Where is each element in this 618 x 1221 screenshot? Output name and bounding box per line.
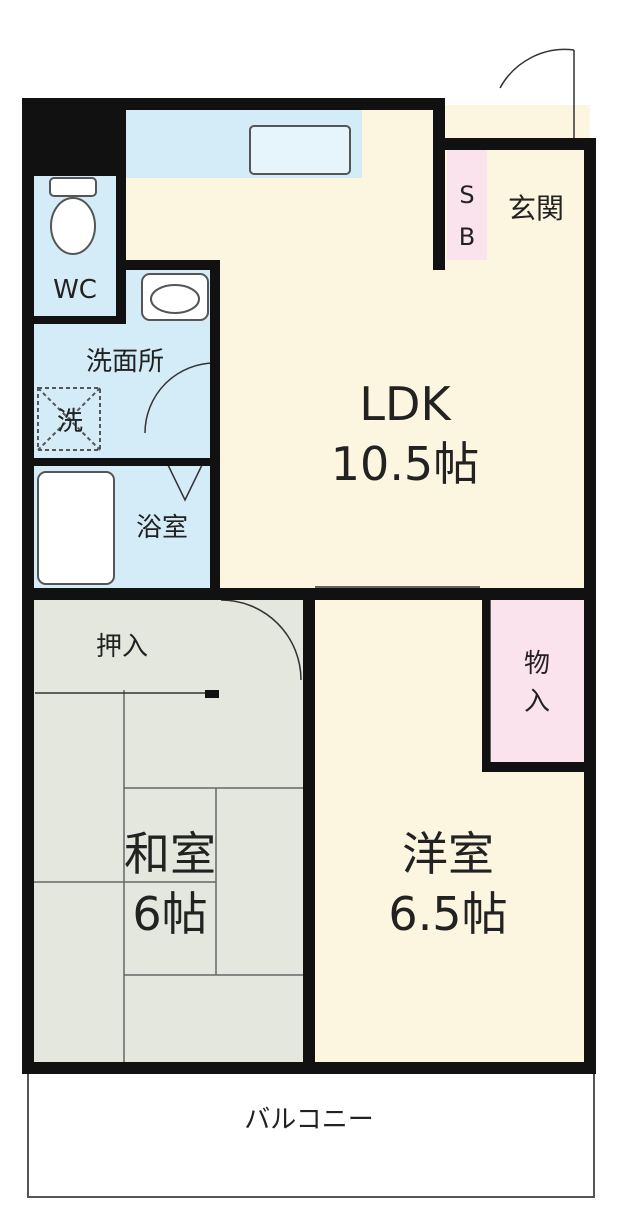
wall-monoire-left	[482, 588, 490, 772]
ldk-size: 10.5帖	[331, 437, 479, 491]
washitsu-floor	[33, 598, 306, 1065]
ldk-name: LDK	[359, 377, 452, 431]
senmenjo-label: 洗面所	[86, 347, 164, 377]
monoire-floor	[485, 598, 588, 768]
washitsu-size: 6帖	[132, 887, 207, 941]
yokushitsu-label: 浴室	[136, 513, 188, 543]
wall-bath-top	[33, 458, 215, 466]
monoire-label-1: 物	[524, 649, 550, 679]
wall-left	[22, 98, 34, 1074]
balcony-floor	[27, 1071, 595, 1198]
wall-wet-top	[120, 260, 220, 270]
door-swings	[144, 48, 575, 681]
shoe-box-area	[447, 150, 487, 260]
wall-right	[584, 138, 596, 1074]
washer-space-label: 洗	[57, 407, 83, 437]
wall-genkan-top	[433, 138, 596, 150]
bathtub-icon	[37, 471, 115, 585]
wall-wc-right	[116, 174, 126, 324]
wall-wet-right	[210, 260, 220, 600]
genkan-label: 玄関	[508, 192, 564, 225]
washing-machine-space-icon	[37, 387, 101, 451]
walls	[22, 98, 596, 1074]
toilet-icon	[49, 177, 97, 255]
oshiire-label: 押入	[96, 632, 148, 662]
wc-label: WC	[53, 275, 97, 305]
wall-center	[303, 588, 315, 1074]
room-labels: LDK 10.5帖 和室 6帖 洋室 6.5帖 玄関 S B WC 洗面所 洗 …	[53, 181, 564, 1135]
wall-wc-bottom	[33, 316, 125, 324]
wall-oshiire-bottom	[205, 690, 219, 698]
wall-genkan-left	[433, 98, 445, 270]
balcony-label: バルコニー	[244, 1105, 373, 1135]
shoe-box-label-b: B	[459, 223, 475, 251]
washbasin-icon	[141, 273, 209, 321]
floor-fills	[27, 105, 595, 1198]
monoire-label-2: 入	[524, 687, 550, 717]
wall-top	[22, 98, 444, 110]
youshitsu-size: 6.5帖	[388, 887, 507, 941]
kitchen-counter-icon	[249, 125, 351, 175]
tatami-lines	[33, 690, 306, 1065]
youshitsu-name: 洋室	[402, 827, 494, 881]
wall-top-block	[22, 98, 126, 176]
wall-monoire-bottom	[482, 762, 594, 772]
shoe-box-label-s: S	[459, 181, 474, 209]
washitsu-name: 和室	[124, 827, 216, 881]
